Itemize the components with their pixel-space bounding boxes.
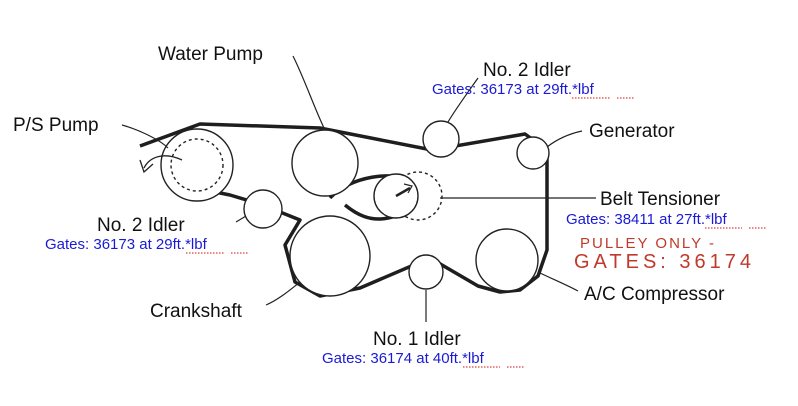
ac-compressor-pulley: [475, 228, 539, 292]
no2-idler-left-leader: [235, 215, 247, 223]
rotation-arrow-icon: [139, 155, 183, 174]
tensioner-arm: [395, 186, 411, 198]
crankshaft-label: Crankshaft: [150, 301, 243, 322]
ps-pump-leader: [121, 124, 169, 149]
belt-tensioner-spec: Gates: 38411 at 27ft.*lbf: [566, 211, 727, 228]
no1-idler-label: No. 1 Idler: [373, 329, 461, 350]
no1-idler-spec: Gates: 36174 at 40ft.*lbf: [322, 350, 485, 367]
pulley-note-line2: GATES: 36174: [574, 251, 755, 273]
no1-idler-pulley: [408, 254, 444, 290]
no2-idler-left-pulley: [243, 189, 283, 229]
crankshaft-leader: [265, 281, 301, 306]
generator-pulley: [516, 136, 550, 170]
belt-tensioner-label: Belt Tensioner: [600, 189, 721, 210]
no2-idler-left-label: No. 2 Idler: [97, 215, 185, 236]
water-pump-pulley: [291, 129, 359, 197]
water-pump-leader: [292, 55, 326, 131]
no2-idler-top-spec: Gates: 36173 at 29ft.*lbf: [432, 81, 595, 98]
crankshaft-pulley: [289, 215, 371, 297]
generator-label: Generator: [589, 121, 675, 142]
no2-idler-top-leader: [447, 77, 479, 123]
water-pump-label: Water Pump: [158, 44, 263, 65]
ps-pump-label: P/S Pump: [13, 115, 99, 136]
no2-idler-top-pulley: [422, 120, 460, 158]
no2-idler-left-spec: Gates: 36173 at 29ft.*lbf: [45, 236, 208, 253]
tensioner-arrow-icon: [403, 183, 413, 194]
no2-idler-top-label: No. 2 Idler: [483, 60, 571, 81]
pulley-note-line1: PULLEY ONLY -: [580, 235, 716, 252]
ps-pump-inner: [170, 138, 224, 192]
ac-compressor-label: A/C Compressor: [584, 284, 725, 305]
generator-leader: [546, 130, 583, 148]
ac-compressor-leader: [537, 271, 579, 292]
